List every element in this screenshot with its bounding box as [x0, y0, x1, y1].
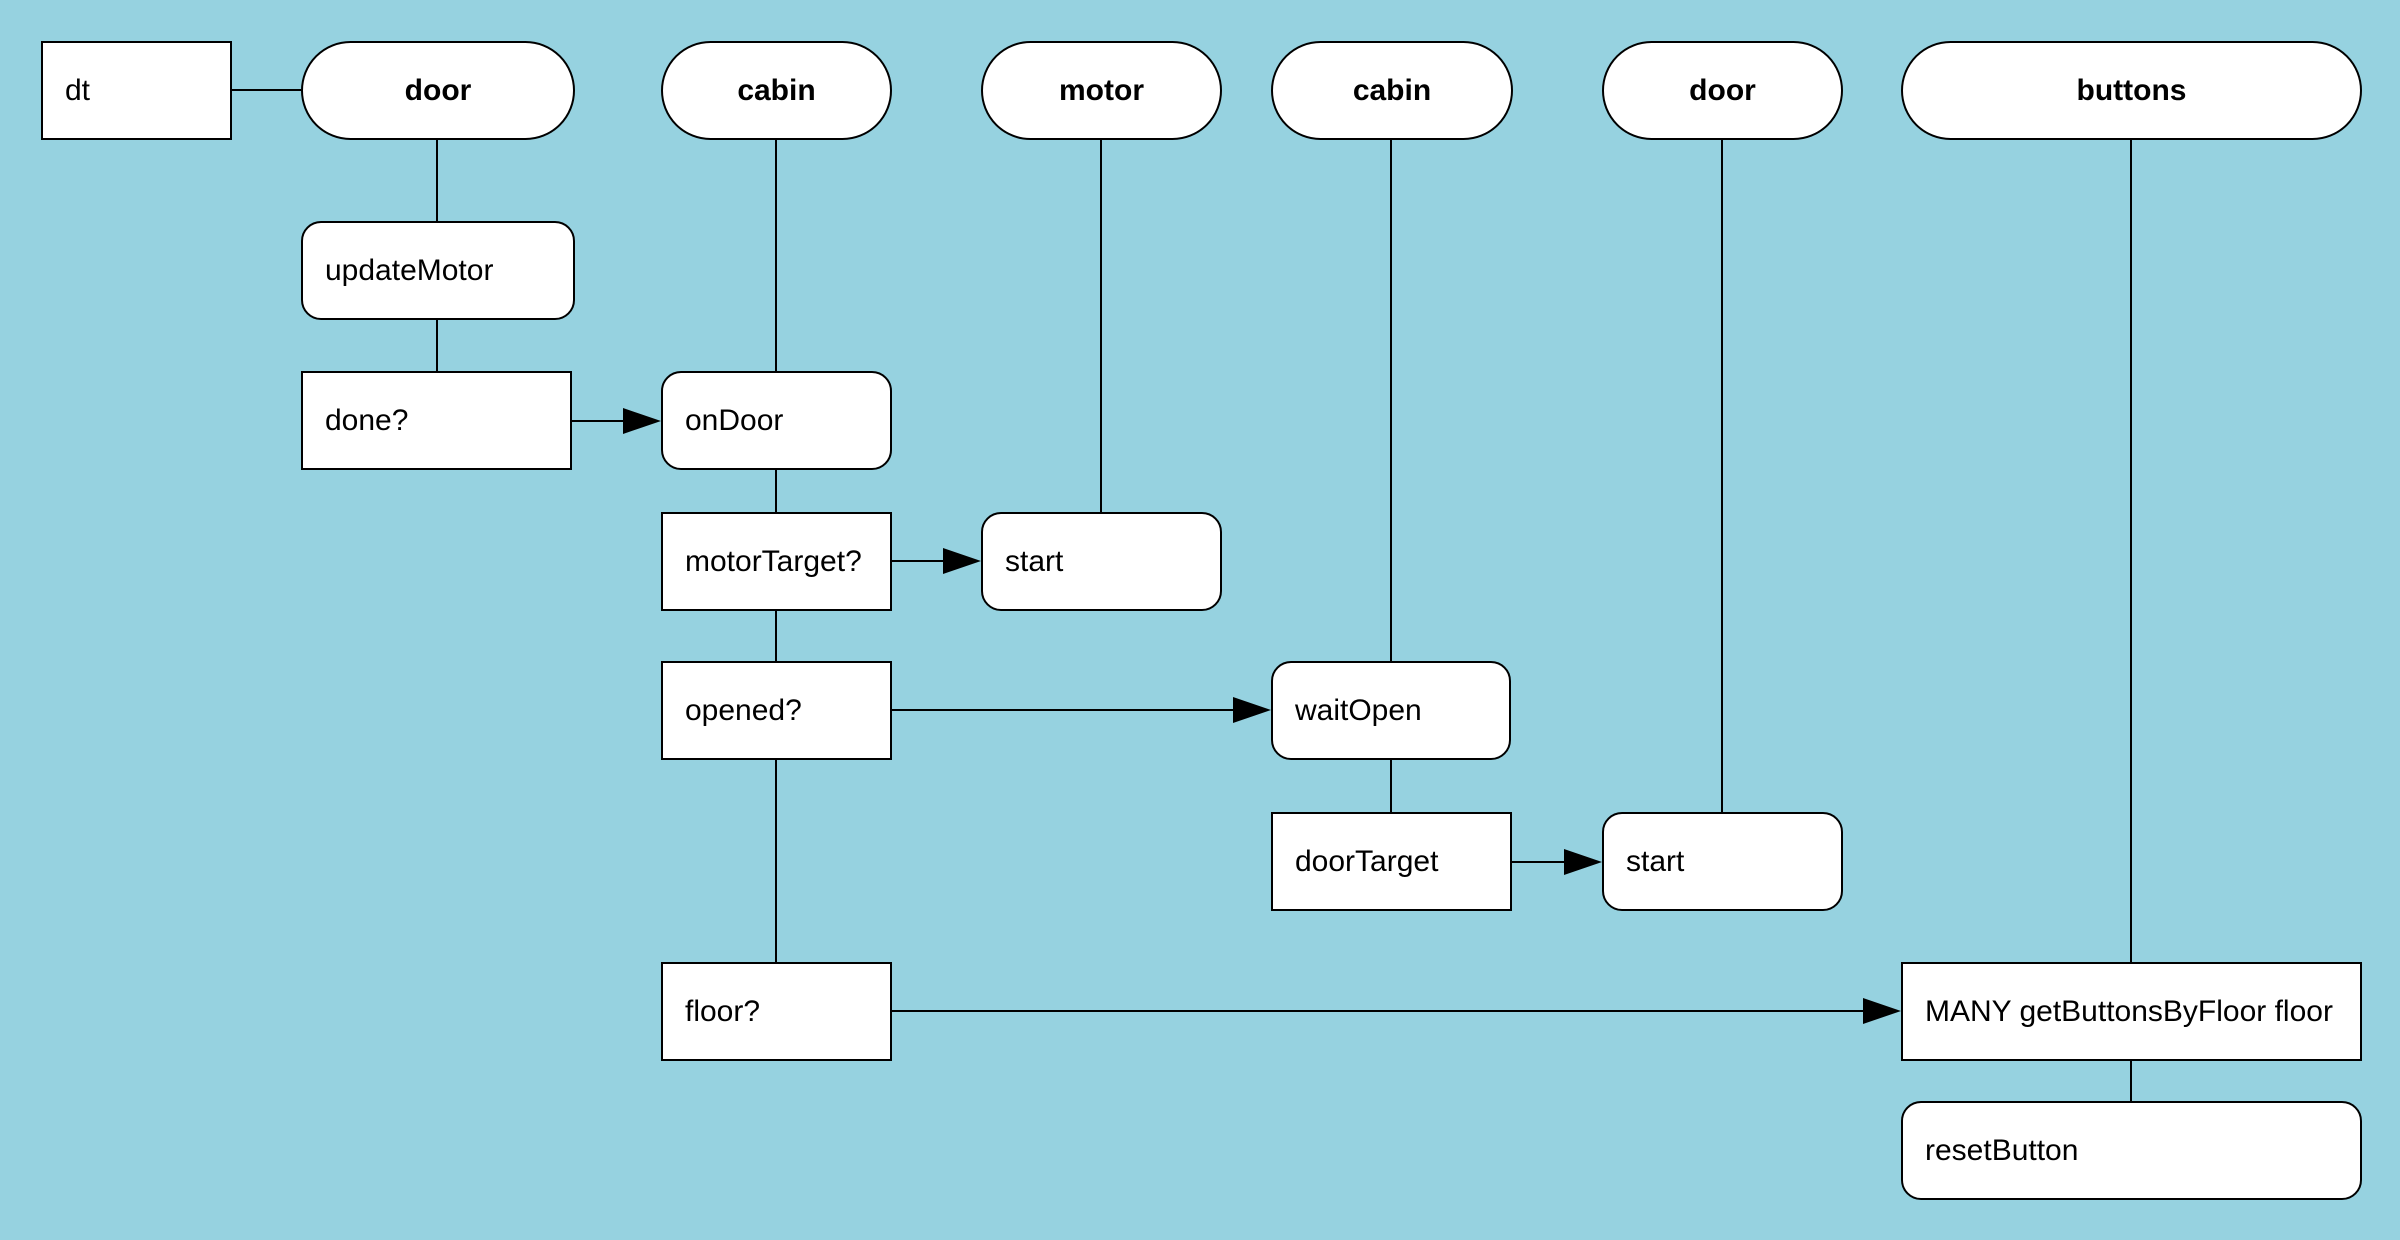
edge-updateMotor-done: [436, 320, 438, 371]
node-doorTarget: doorTarget: [1271, 812, 1512, 911]
edge-opened-waitOpen: [892, 709, 1235, 711]
node-done-label: done?: [325, 403, 409, 437]
pill-motor: motor: [981, 41, 1222, 140]
node-many-getButtonsByFloor: MANY getButtonsByFloor floor: [1901, 962, 2362, 1061]
node-motorTarget: motorTarget?: [661, 512, 892, 611]
pill-motor-label: motor: [1059, 73, 1144, 107]
edge-done-onDoor-arrowhead: [623, 408, 661, 434]
node-dt-label: dt: [65, 73, 91, 107]
pill-door-1-label: door: [404, 73, 472, 107]
node-start-2-label: start: [1626, 844, 1685, 878]
edge-cabin1-onDoor: [775, 140, 777, 371]
node-doorTarget-label: doorTarget: [1295, 844, 1439, 878]
edge-buttons-many: [2130, 140, 2132, 962]
node-start-1-label: start: [1005, 544, 1064, 578]
pill-cabin-1-label: cabin: [737, 73, 816, 107]
pill-buttons: buttons: [1901, 41, 2362, 140]
node-onDoor: onDoor: [661, 371, 892, 470]
pill-door-1: door: [301, 41, 575, 140]
edge-motorTarget-opened: [775, 611, 777, 661]
edge-floor-many-arrowhead: [1863, 998, 1901, 1024]
edge-motorTarget-start1-arrowhead: [943, 548, 981, 574]
edge-doorTarget-start2: [1512, 861, 1566, 863]
edge-done-onDoor: [572, 420, 625, 422]
node-updateMotor: updateMotor: [301, 221, 575, 320]
pill-door-2: door: [1602, 41, 1843, 140]
edge-opened-floor: [775, 760, 777, 962]
edge-waitOpen-doorTarget: [1390, 760, 1392, 812]
edge-opened-waitOpen-arrowhead: [1233, 697, 1271, 723]
node-many-getButtonsByFloor-label: MANY getButtonsByFloor floor: [1925, 994, 2333, 1028]
node-floor: floor?: [661, 962, 892, 1061]
node-done: done?: [301, 371, 572, 470]
edge-cabin2-waitOpen: [1390, 140, 1392, 661]
edge-dt-door1: [232, 89, 301, 91]
pill-cabin-2-label: cabin: [1352, 73, 1432, 107]
edge-floor-many: [892, 1010, 1865, 1012]
node-opened: opened?: [661, 661, 892, 760]
edge-onDoor-motorTarget: [775, 470, 777, 512]
edge-door2-start2: [1721, 140, 1723, 812]
edge-door1-updateMotor: [436, 140, 438, 221]
node-updateMotor-label: updateMotor: [325, 253, 494, 287]
edge-many-resetButton: [2130, 1061, 2132, 1101]
node-start-1: start: [981, 512, 1222, 611]
pill-cabin-1: cabin: [661, 41, 892, 140]
edge-motor-start1: [1100, 140, 1102, 512]
edge-doorTarget-start2-arrowhead: [1564, 849, 1602, 875]
pill-door-2-label: door: [1689, 73, 1756, 107]
node-opened-label: opened?: [685, 693, 802, 727]
node-resetButton-label: resetButton: [1925, 1133, 2079, 1167]
node-start-2: start: [1602, 812, 1843, 911]
pill-cabin-2: cabin: [1271, 41, 1513, 140]
node-motorTarget-label: motorTarget?: [685, 544, 862, 578]
node-resetButton: resetButton: [1901, 1101, 2362, 1200]
node-waitOpen: waitOpen: [1271, 661, 1511, 760]
edge-motorTarget-start1: [892, 560, 945, 562]
pill-buttons-label: buttons: [2076, 73, 2187, 107]
node-floor-label: floor?: [685, 994, 761, 1028]
node-waitOpen-label: waitOpen: [1295, 693, 1422, 727]
node-onDoor-label: onDoor: [685, 403, 784, 437]
node-dt: dt: [41, 41, 232, 140]
